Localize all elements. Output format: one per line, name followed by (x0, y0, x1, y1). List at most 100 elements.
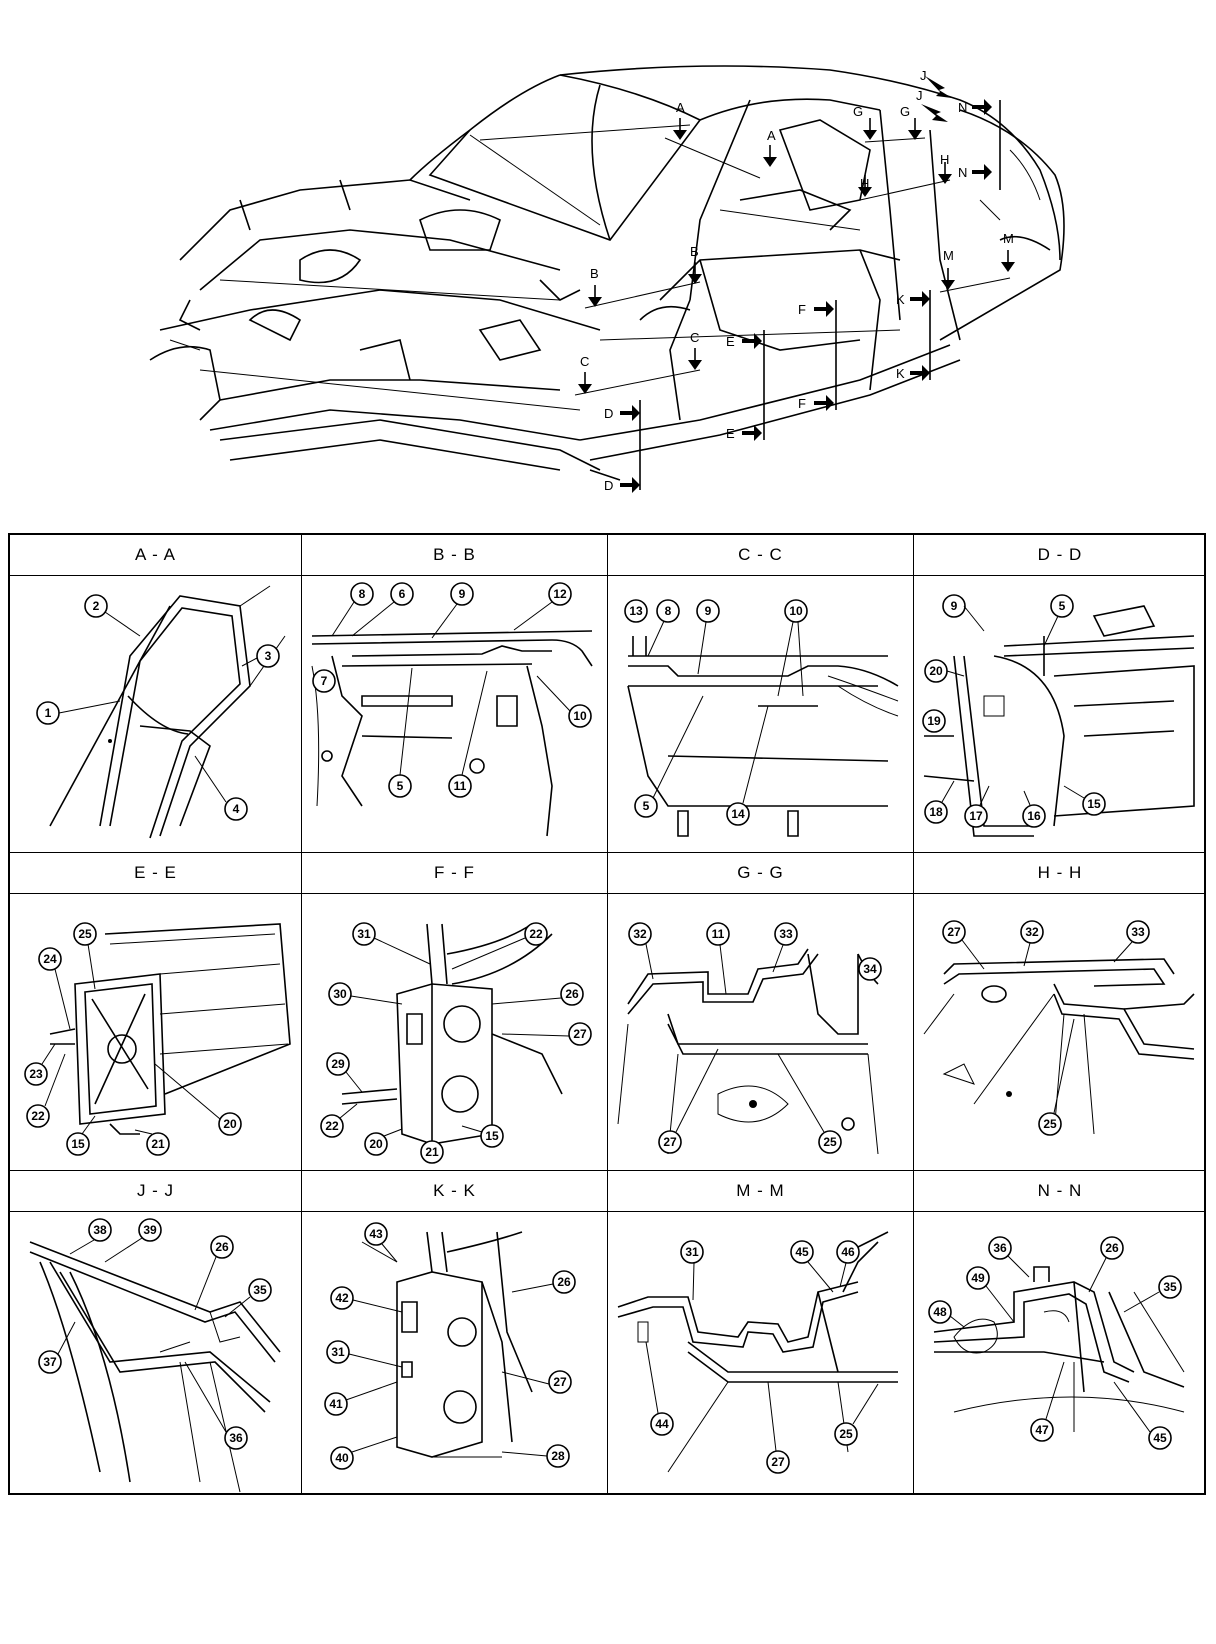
svg-text:4: 4 (233, 802, 240, 816)
marker-label-k: K (896, 366, 905, 381)
svg-text:7: 7 (321, 674, 328, 688)
callout: 15 (66, 1115, 96, 1156)
svg-text:22: 22 (325, 1119, 339, 1133)
svg-text:36: 36 (229, 1431, 243, 1445)
section-views-grid: A - A 1 2 3 4 B - B (8, 533, 1206, 1495)
marker-label-c: C (580, 354, 589, 369)
svg-text:29: 29 (331, 1057, 345, 1071)
callout: 13 (624, 599, 648, 623)
section-marker-d: D D (604, 400, 641, 493)
section-j-j-drawing: 38 39 26 35 37 36 (29, 1218, 281, 1493)
marker-label-n: N (958, 100, 967, 115)
svg-text:26: 26 (565, 987, 579, 1001)
callout: 41 (324, 1381, 398, 1416)
section-n-n-drawing: 36 26 49 35 48 47 45 (928, 1236, 1185, 1450)
section-title: F - F (302, 853, 607, 894)
callout: 44 (645, 1341, 674, 1436)
section-c-c-drawing: 13 8 9 10 5 14 (624, 599, 899, 837)
svg-text:25: 25 (1043, 1117, 1057, 1131)
svg-text:44: 44 (655, 1417, 669, 1431)
svg-text:18: 18 (929, 805, 943, 819)
callout: 37 (38, 1321, 76, 1374)
callout: 26 (194, 1235, 234, 1311)
callout: 10 (536, 675, 592, 728)
callout: 19 (922, 709, 946, 733)
callout: 26 (1088, 1236, 1124, 1293)
marker-label-c: C (690, 330, 699, 345)
callout: 7 (312, 669, 336, 693)
section-e-e: E - E 24 25 23 22 15 21 20 (10, 853, 302, 1171)
section-k-k: K - K 43 26 42 31 27 41 40 28 (302, 1171, 608, 1495)
svg-text:9: 9 (705, 604, 712, 618)
callout: 31 (326, 1340, 403, 1368)
marker-label-f: F (798, 302, 806, 317)
svg-text:23: 23 (29, 1067, 43, 1081)
callout: 5 (388, 667, 413, 798)
callout: 11 (448, 670, 488, 798)
section-title: M - M (608, 1171, 913, 1212)
section-title: K - K (302, 1171, 607, 1212)
section-h-h: H - H 27 32 33 25 (914, 853, 1206, 1171)
callout: 32 (1020, 920, 1044, 967)
car-body-overview: A A B B C C D D E E F F G (149, 65, 1065, 493)
marker-label-d: D (604, 478, 613, 493)
callout: 16 (1022, 790, 1046, 828)
callout: 17 (964, 785, 990, 828)
svg-text:8: 8 (359, 587, 366, 601)
section-marker-m: M M (939, 231, 1015, 293)
callout: 40 (330, 1436, 398, 1470)
car-body-outline (149, 65, 1065, 481)
svg-text:40: 40 (335, 1451, 349, 1465)
marker-label-f: F (798, 396, 806, 411)
svg-text:46: 46 (841, 1245, 855, 1259)
section-title: G - G (608, 853, 913, 894)
svg-text:15: 15 (71, 1137, 85, 1151)
section-f-f: F - F 31 22 30 26 27 29 22 20 21 15 (302, 853, 608, 1171)
callout: 25 (777, 1053, 842, 1154)
callout: 47 (1030, 1361, 1065, 1442)
callout: 45 (1113, 1381, 1172, 1450)
section-marker-n: N N (958, 99, 1001, 190)
svg-text:31: 31 (357, 927, 371, 941)
section-c-c: C - C 13 8 9 10 5 14 (608, 535, 914, 853)
callout: 29 (326, 1052, 363, 1093)
callout: 26 (491, 982, 584, 1006)
marker-label-g: G (900, 104, 910, 119)
svg-text:5: 5 (397, 779, 404, 793)
svg-text:36: 36 (993, 1241, 1007, 1255)
callout: 20 (364, 1128, 403, 1156)
svg-text:22: 22 (31, 1109, 45, 1123)
svg-text:5: 5 (1059, 599, 1066, 613)
callout: 21 (420, 1140, 444, 1164)
svg-text:22: 22 (529, 927, 543, 941)
section-b-b: B - B 7 8 6 9 12 10 5 11 (302, 535, 608, 853)
callout: 21 (134, 1129, 170, 1156)
callout: 24 (38, 947, 71, 1030)
callout: 27 (658, 1048, 719, 1154)
callout: 39 (104, 1218, 162, 1263)
callout: 14 (726, 705, 769, 826)
callout: 1 (36, 700, 121, 725)
section-marker-c: C C (574, 330, 702, 396)
section-d-d: D - D 9 5 20 19 18 17 16 15 (914, 535, 1206, 853)
marker-label-h: H (940, 152, 949, 167)
section-n-n: N - N 36 26 49 35 48 47 45 (914, 1171, 1206, 1495)
marker-label-b: B (590, 266, 599, 281)
section-marker-e: E E (726, 330, 765, 441)
svg-text:49: 49 (971, 1271, 985, 1285)
section-g-g: G - G 32 11 33 34 27 25 (608, 853, 914, 1171)
callout: 33 (1113, 920, 1150, 963)
svg-text:1: 1 (45, 706, 52, 720)
marker-label-e: E (726, 426, 735, 441)
svg-text:27: 27 (553, 1375, 567, 1389)
marker-label-m: M (1003, 231, 1014, 246)
callout: 25 (834, 1383, 879, 1446)
callout: 42 (330, 1286, 403, 1313)
callout: 5 (634, 695, 704, 818)
svg-text:10: 10 (573, 709, 587, 723)
section-g-g-drawing: 32 11 33 34 27 25 (617, 922, 882, 1155)
svg-text:45: 45 (1153, 1431, 1167, 1445)
marker-label-a: A (676, 100, 685, 115)
callout: 35 (1123, 1275, 1182, 1313)
svg-text:13: 13 (629, 604, 643, 618)
